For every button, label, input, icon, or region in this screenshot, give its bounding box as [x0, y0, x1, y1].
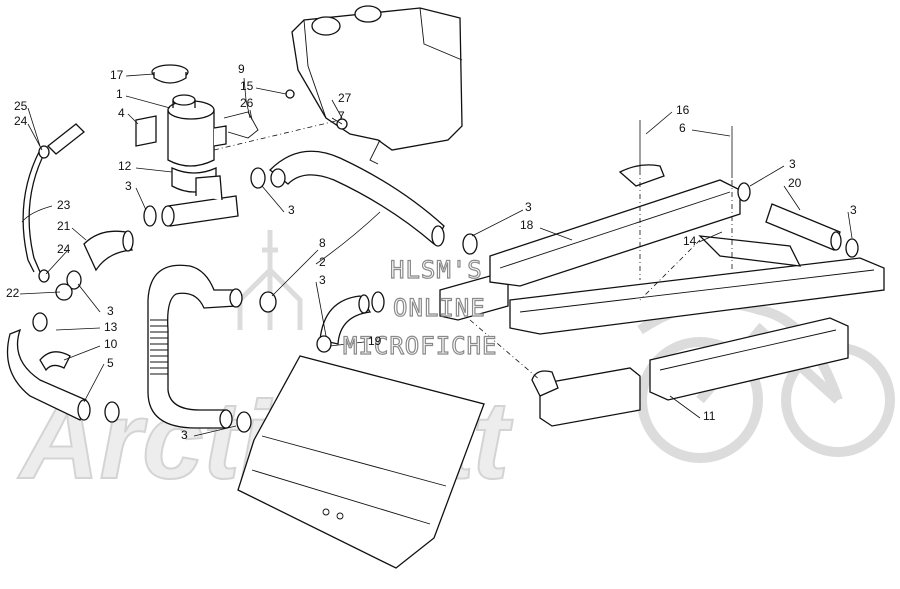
clamp-9 [104, 401, 120, 423]
snow-flap [237, 355, 485, 569]
callout-3: 3 [125, 179, 132, 193]
watermark-line-1: HLSM'S [390, 256, 483, 284]
callout-27: 27 [338, 91, 352, 105]
callout-8: 8 [319, 236, 326, 250]
callout-20: 20 [788, 176, 802, 190]
clamp-1 [143, 205, 157, 227]
callout-24: 24 [14, 114, 28, 128]
clamp-3 [462, 233, 478, 255]
hose-main [269, 150, 445, 247]
callout-3: 3 [288, 203, 295, 217]
callout-22: 22 [6, 286, 20, 300]
watermark-line-2: ONLINE [393, 294, 486, 322]
hlsm-watermark: HLSM'S ONLINE MICROFICHE [342, 255, 498, 360]
callout-16: 16 [676, 103, 690, 117]
callout-5: 5 [107, 356, 114, 370]
callout-25: 25 [14, 99, 28, 113]
tee-fitting [161, 175, 239, 227]
callout-9: 9 [238, 62, 245, 76]
filler-neck-assembly [135, 64, 259, 193]
clamp-10 [236, 411, 252, 433]
watermark-line-3: MICROFICHE [343, 332, 498, 360]
callout-14: 14 [683, 234, 697, 248]
callout-3: 3 [107, 304, 114, 318]
clamp-8 [32, 312, 48, 332]
callout-17: 17 [110, 68, 124, 82]
clamps [32, 89, 859, 433]
callout-3: 3 [319, 273, 326, 287]
callout-19: 19 [368, 334, 382, 348]
coolant-tank [291, 5, 463, 165]
callout-3: 3 [525, 200, 532, 214]
clamp-17 [285, 89, 295, 99]
callout-21: 21 [57, 219, 71, 233]
clamp-5 [371, 291, 385, 313]
callout-10: 10 [104, 337, 118, 351]
watermark-church [237, 230, 303, 330]
radiator-cap [151, 64, 189, 84]
hose-21 [83, 230, 134, 272]
callout-18: 18 [520, 218, 534, 232]
callout-3: 3 [789, 157, 796, 171]
callout-24: 24 [57, 242, 71, 256]
clamp-12 [845, 238, 859, 258]
callout-3: 3 [181, 428, 188, 442]
callout-26: 26 [240, 96, 254, 110]
callout-3: 3 [850, 203, 857, 217]
callout-6: 6 [679, 121, 686, 135]
clamp-6 [316, 335, 332, 353]
callout-1: 1 [116, 87, 123, 101]
callout-11: 11 [703, 409, 716, 423]
leader-lines [19, 73, 853, 437]
hose-20 [765, 203, 842, 251]
hose-5 [6, 328, 91, 421]
callout-2: 2 [319, 255, 326, 269]
overflow-hose [22, 123, 85, 273]
heat-exchanger-front [531, 317, 849, 427]
hose-10-bellows [147, 264, 243, 429]
callout-7: 7 [338, 109, 345, 123]
callout-13: 13 [104, 320, 118, 334]
clamp-7 [66, 270, 82, 290]
hose-19 [319, 294, 372, 345]
clamp-4 [259, 291, 277, 313]
callout-12: 12 [118, 159, 132, 173]
heat-exchanger-rear [439, 120, 885, 335]
callout-4: 4 [118, 106, 125, 120]
clamp-11 [737, 182, 751, 202]
clamp-2 [250, 167, 266, 189]
callout-15: 15 [240, 79, 254, 93]
callout-23: 23 [57, 198, 71, 212]
center-lines [213, 119, 733, 381]
